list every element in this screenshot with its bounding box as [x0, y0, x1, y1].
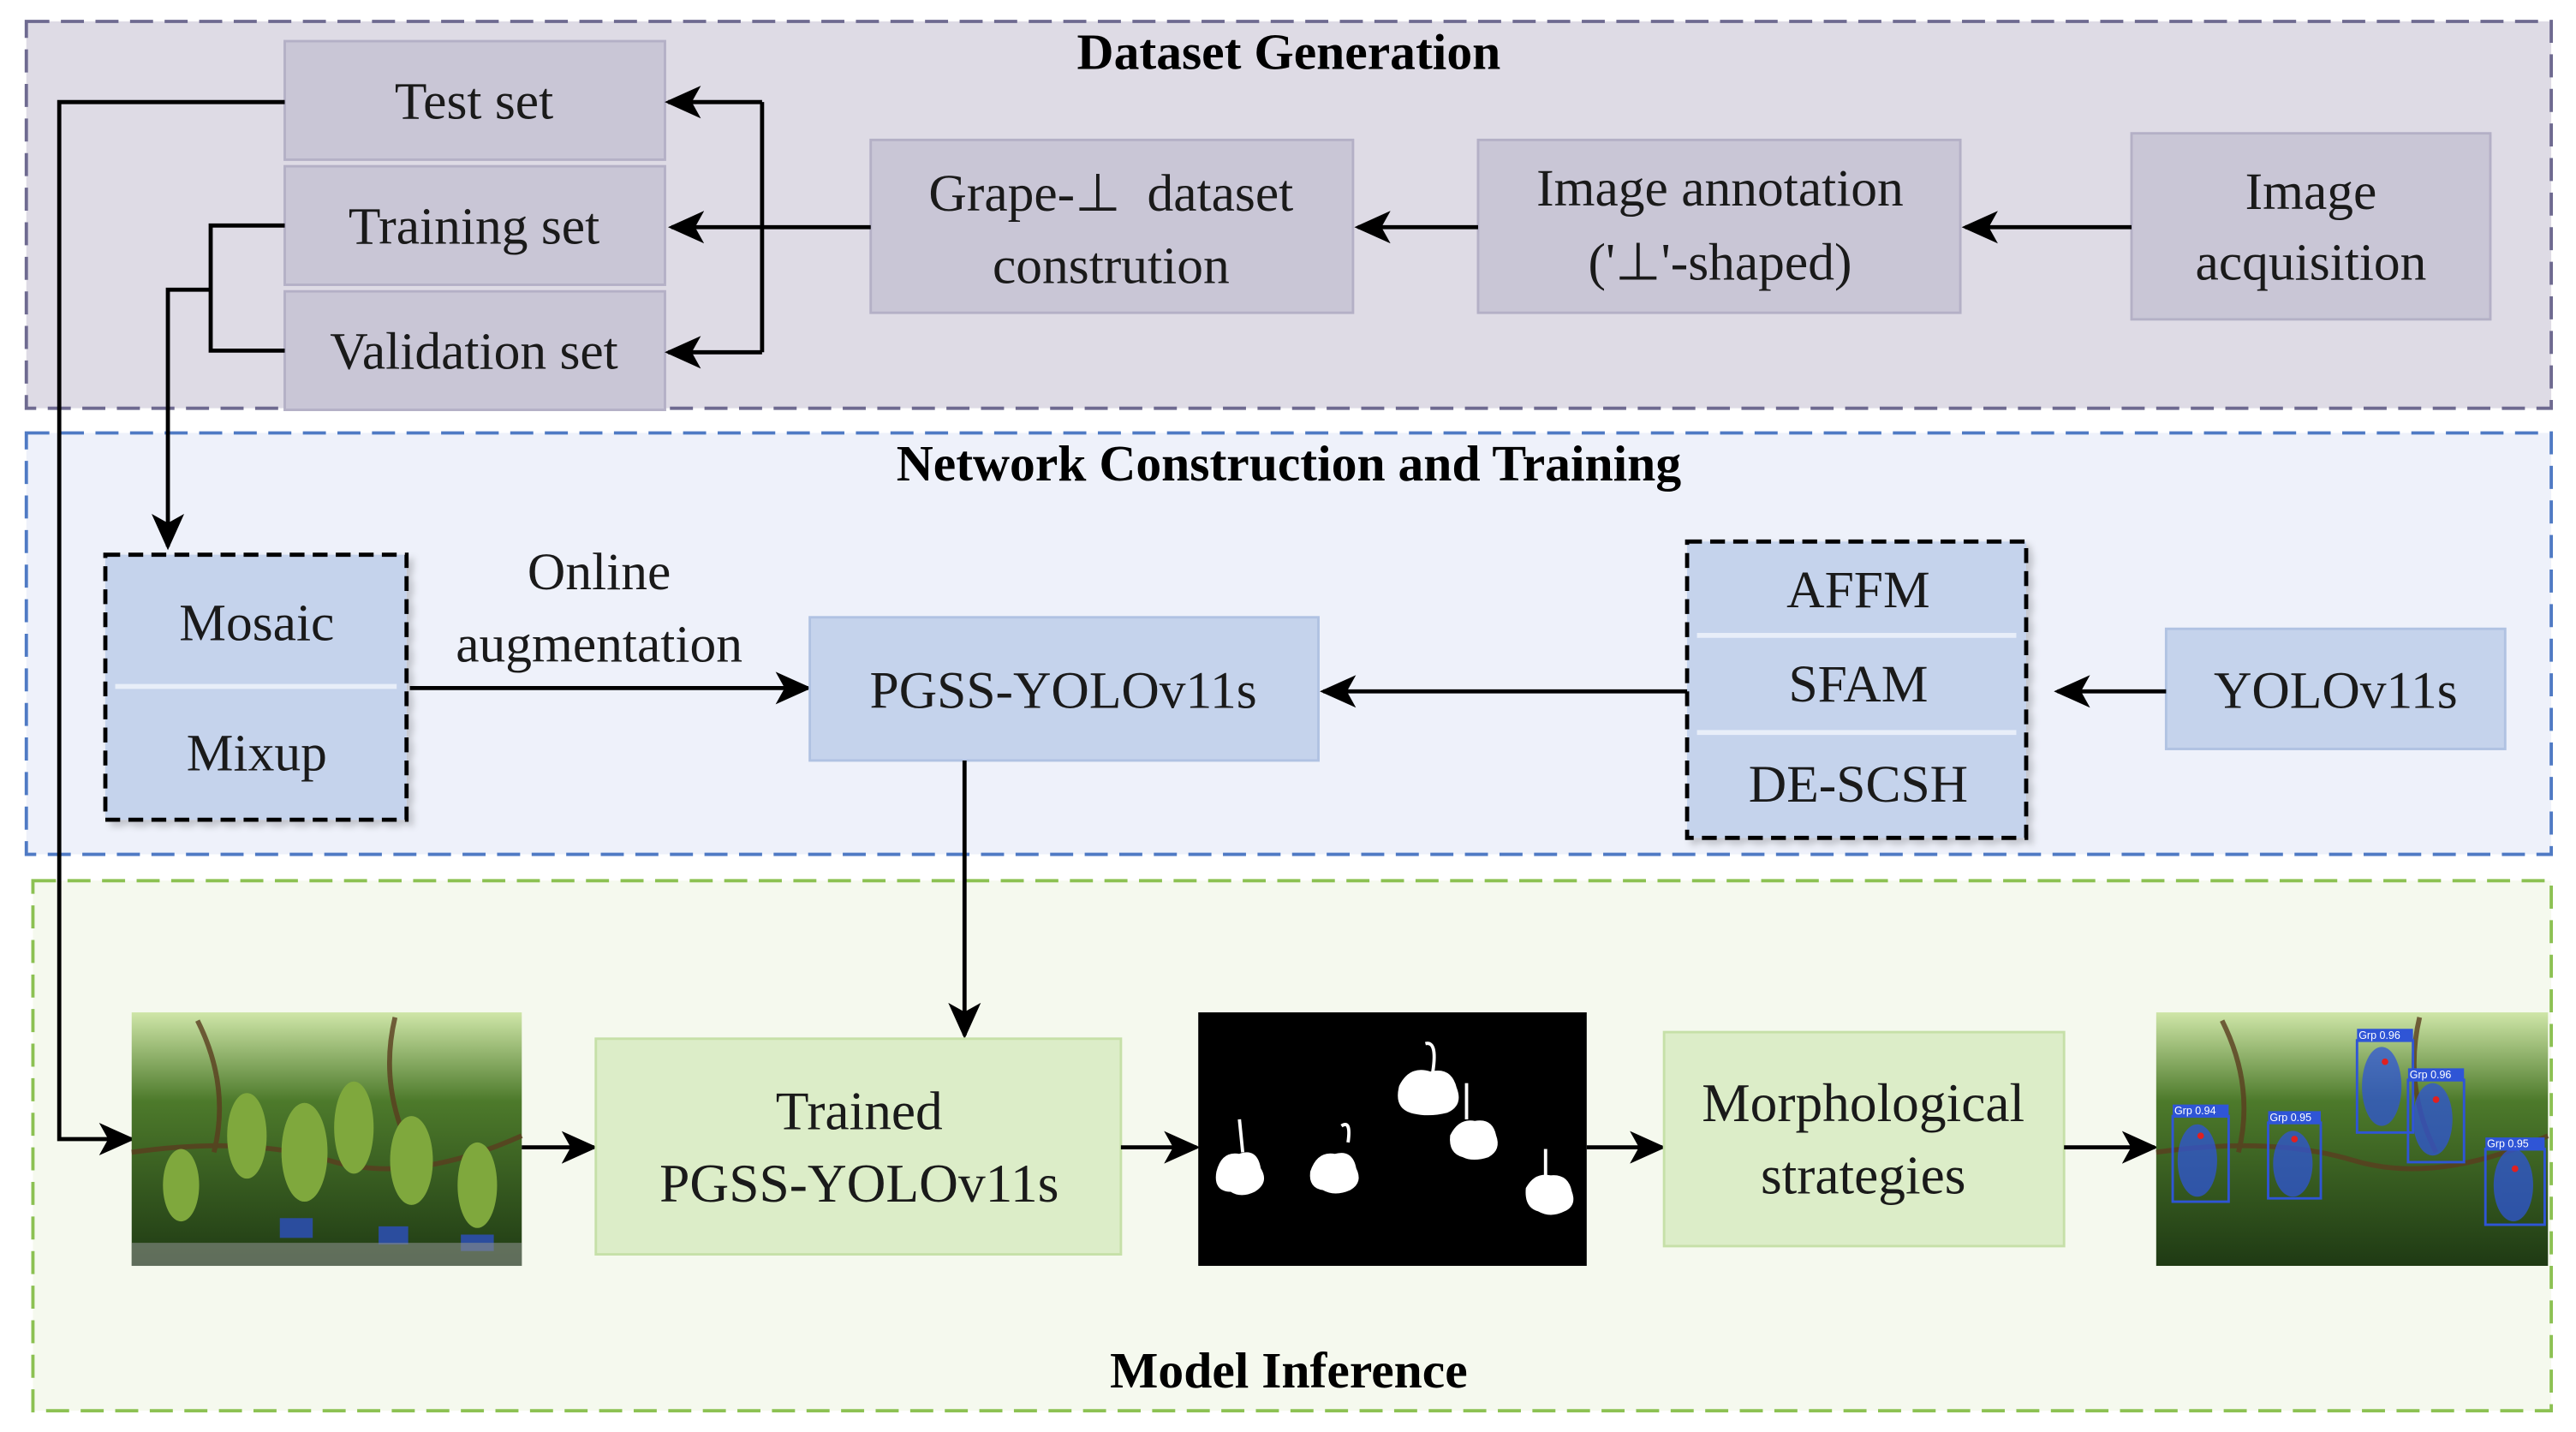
- yolo-label: YOLOv11s: [2214, 661, 2458, 719]
- dataset-generation-title: Dataset Generation: [1077, 24, 1501, 81]
- morphological-label-2: strategies: [1761, 1144, 1965, 1205]
- image-annotation-label-2: ('⊥'-shaped): [1589, 234, 1852, 292]
- pgss-box: [808, 616, 1320, 762]
- validation-set-label: Validation set: [330, 323, 617, 381]
- output-detection-image: Grp 0.94 Grp 0.95 Grp 0.96 Grp 0.96 Grp …: [2156, 1012, 2549, 1267]
- grape-dataset-label-2: constrution: [993, 237, 1230, 295]
- pgss-label: PGSS-YOLOv11s: [870, 661, 1257, 719]
- image-annotation-label-1: Image annotation: [1536, 159, 1904, 218]
- descsh-label: DE-SCSH: [1749, 755, 1968, 814]
- trained-model-box: [594, 1037, 1123, 1256]
- grape-dataset-label-1: Grape-⊥ dataset: [928, 164, 1293, 223]
- modules-group: [1685, 539, 2029, 840]
- yolo-box: [2164, 627, 2507, 750]
- grape-dataset-box: [869, 138, 1355, 314]
- image-acquisition-label-1: Image: [2245, 163, 2377, 221]
- detection-label-2: Grp 0.95: [2269, 1112, 2311, 1124]
- model-inference-title: Model Inference: [1110, 1342, 1467, 1399]
- detection-label-1: Grp 0.94: [2174, 1105, 2216, 1117]
- training-set-label: Training set: [349, 197, 599, 255]
- trained-model-label-2: PGSS-YOLOv11s: [659, 1153, 1058, 1214]
- training-set-box: [283, 164, 666, 286]
- detection-label-3: Grp 0.96: [2358, 1029, 2400, 1041]
- segmentation-mask-image: [1198, 1012, 1587, 1267]
- morphological-label-1: Morphological: [1702, 1072, 2024, 1133]
- morphological-box: [1662, 1030, 2066, 1248]
- detection-label-4: Grp 0.96: [2410, 1069, 2452, 1081]
- affm-label: AFFM: [1786, 561, 1930, 619]
- trained-model-label-1: Trained: [776, 1080, 943, 1141]
- test-set-box: [283, 39, 666, 161]
- test-set-label: Test set: [395, 72, 553, 130]
- mosaic-label: Mosaic: [179, 594, 334, 653]
- online-augmentation-label-2: augmentation: [456, 616, 742, 674]
- online-augmentation-label-1: Online: [528, 543, 671, 601]
- arrow-test-to-inference: [57, 99, 285, 1156]
- validation-set-box: [283, 289, 666, 412]
- mixup-label: Mixup: [187, 724, 327, 782]
- image-annotation-box: [1476, 138, 1962, 314]
- input-vineyard-image: [131, 1012, 523, 1267]
- arrow-to-augmentation: [152, 287, 212, 551]
- image-acquisition-label-2: acquisition: [2196, 234, 2427, 292]
- sfam-label: SFAM: [1788, 655, 1928, 713]
- detection-label-5: Grp 0.95: [2487, 1138, 2529, 1150]
- network-training-title: Network Construction and Training: [897, 435, 1682, 492]
